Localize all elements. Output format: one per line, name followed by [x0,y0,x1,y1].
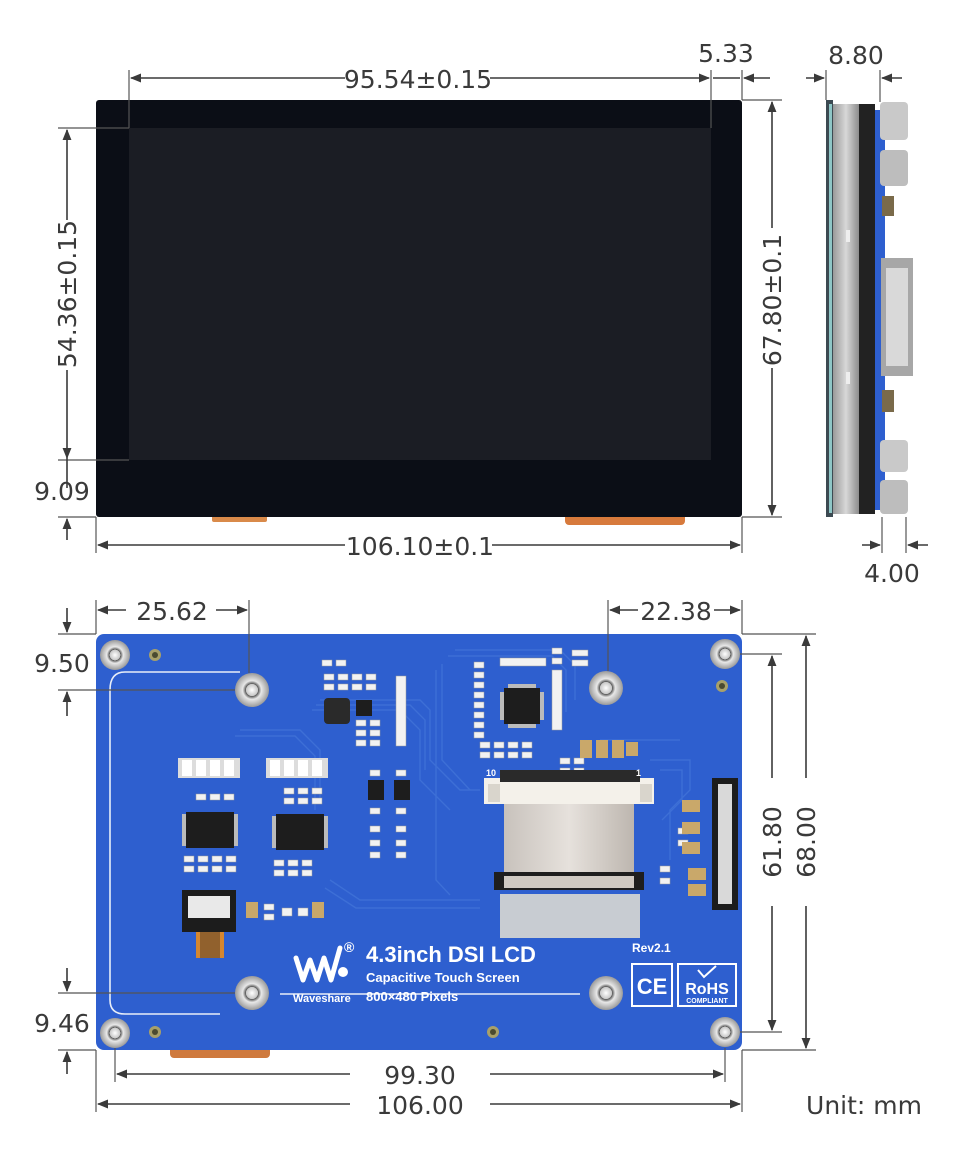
dim-board-width: 106.00 [376,1091,463,1120]
product-name: 4.3inch DSI LCD [366,942,536,967]
dim-active-height: 54.36±0.15 [53,220,82,368]
ic-left [182,812,238,848]
dim-hole-offset-left: 25.62 [136,597,208,626]
dim-connector-depth: 4.00 [864,559,920,588]
waveshare-logo: ® Waveshare [293,939,355,1005]
svg-text:CE: CE [637,974,668,999]
dim-right-margin: 5.33 [698,39,754,68]
ce-mark: CE [631,963,673,1007]
unit-label: Unit: mm [806,1091,922,1120]
dim-hole-top-offset: 9.50 [34,649,90,678]
fpc-connector: 10 1 [484,768,654,938]
lcd-active-area [129,128,711,460]
standoff-top-left [235,673,269,707]
fpc-pin-1: 1 [636,768,641,778]
side-connector [712,778,738,910]
front-view [96,100,742,525]
product-resolution-line: 800×480 Pixels [366,989,458,1004]
ic-mid [272,814,328,850]
dim-overall-width: 106.10±0.1 [346,532,494,561]
mount-hole-bottom-right [710,1017,740,1047]
front-dimensions: 95.54±0.15 5.33 54.36±0.15 67.80±0.1 9.0… [34,39,787,561]
fpc-stiffener [500,894,640,938]
side-view [826,100,913,517]
side-dimensions: 8.80 4.00 [806,41,928,588]
dim-active-width: 95.54±0.15 [344,65,492,94]
rohs-mark: RoHS COMPLIANT [677,963,737,1007]
capacitors [246,740,706,918]
back-view: 10 1 ® Waveshare 4.3inch DSI LCD [96,634,742,1058]
ic-inductor [324,698,350,724]
revision-label: Rev2.1 [632,941,671,955]
fpc-pin-10: 10 [486,768,496,778]
dim-bottom-margin: 9.09 [34,477,90,506]
dim-hole-bottom-offset: 9.46 [34,1009,90,1038]
dim-hole-spacing-horizontal: 99.30 [384,1061,456,1090]
pcb-board [96,634,742,1050]
svg-text:RoHS: RoHS [685,981,729,998]
smd-passives [183,647,689,921]
mount-hole-bottom-left [100,1018,130,1048]
dim-hole-spacing-vertical: 61.80 [758,806,787,878]
product-touch-line: Capacitive Touch Screen [366,970,520,985]
resistor-array-mid [266,758,328,778]
back-dimensions: 25.62 22.38 9.50 9.46 61.80 68.00 [34,597,821,1120]
mount-hole-top-right [710,639,740,669]
standoff-bottom-left [235,976,269,1010]
standoff-bottom-right [589,976,623,1010]
resistor-array-left [178,758,240,778]
standoff-top-right [589,671,623,705]
dim-hole-offset-right: 22.38 [640,597,712,626]
dim-board-height: 68.00 [792,806,821,878]
dim-side-thickness: 8.80 [828,41,884,70]
brand-name: Waveshare [293,993,351,1005]
registered-mark: ® [344,939,355,955]
dim-overall-height: 67.80±0.1 [758,234,787,366]
touch-connector [182,890,236,958]
mount-hole-top-left [100,640,130,670]
ic-bridge [500,684,544,728]
svg-text:COMPLIANT: COMPLIANT [686,998,728,1005]
